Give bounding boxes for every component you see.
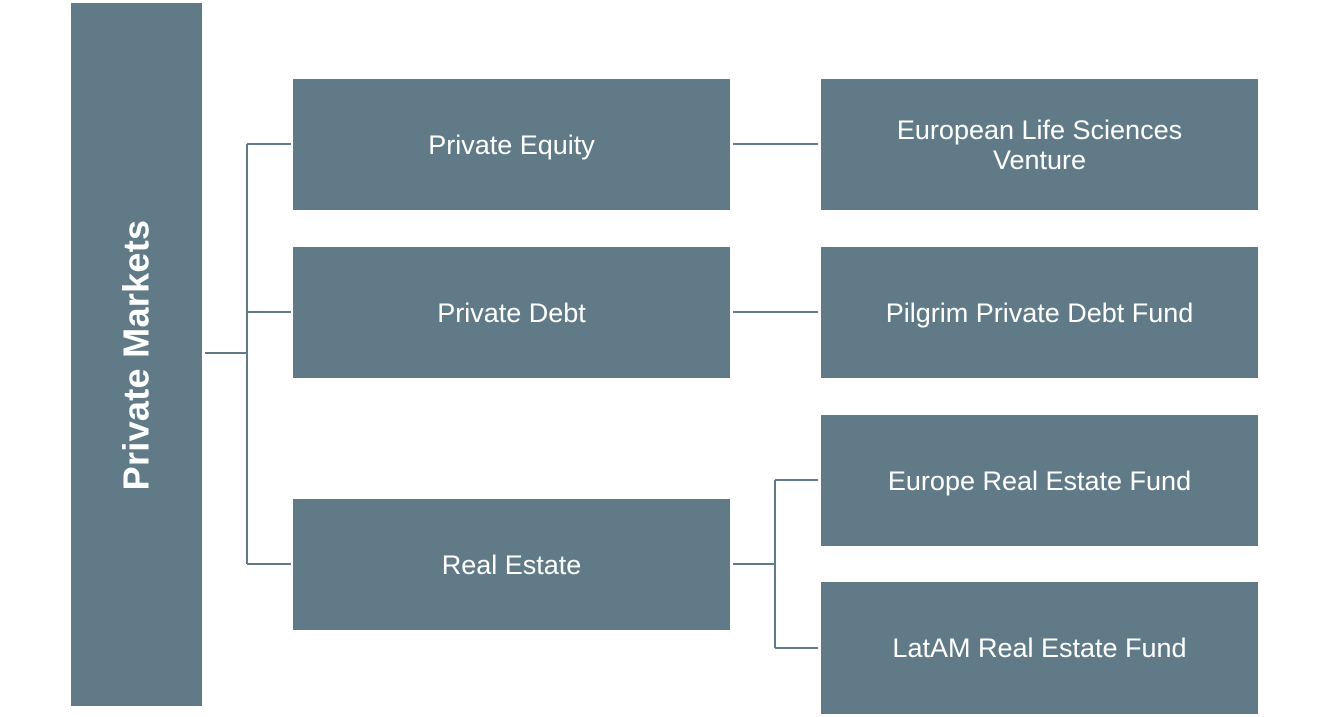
fund-node-label: Pilgrim Private Debt Fund (885, 297, 1194, 328)
category-node-private-debt: Private Debt (293, 247, 730, 378)
fund-node-latam-real-estate-fund: LatAM Real Estate Fund (821, 582, 1258, 714)
category-node-real-estate: Real Estate (293, 499, 730, 630)
fund-node-label: European Life Sciences Venture (896, 114, 1183, 175)
category-node-label: Private Debt (437, 297, 586, 328)
fund-node-european-life-sciences-venture: European Life Sciences Venture (821, 79, 1258, 210)
category-node-label: Private Equity (428, 129, 595, 160)
root-node-label: Private Markets (115, 219, 157, 490)
fund-node-label: Europe Real Estate Fund (887, 465, 1192, 496)
category-node-private-equity: Private Equity (293, 79, 730, 210)
fund-node-europe-real-estate-fund: Europe Real Estate Fund (821, 415, 1258, 546)
fund-node-pilgrim-private-debt-fund: Pilgrim Private Debt Fund (821, 247, 1258, 378)
fund-node-label: LatAM Real Estate Fund (892, 633, 1187, 663)
root-node-private-markets: Private Markets (71, 3, 202, 706)
category-node-label: Real Estate (441, 549, 582, 580)
